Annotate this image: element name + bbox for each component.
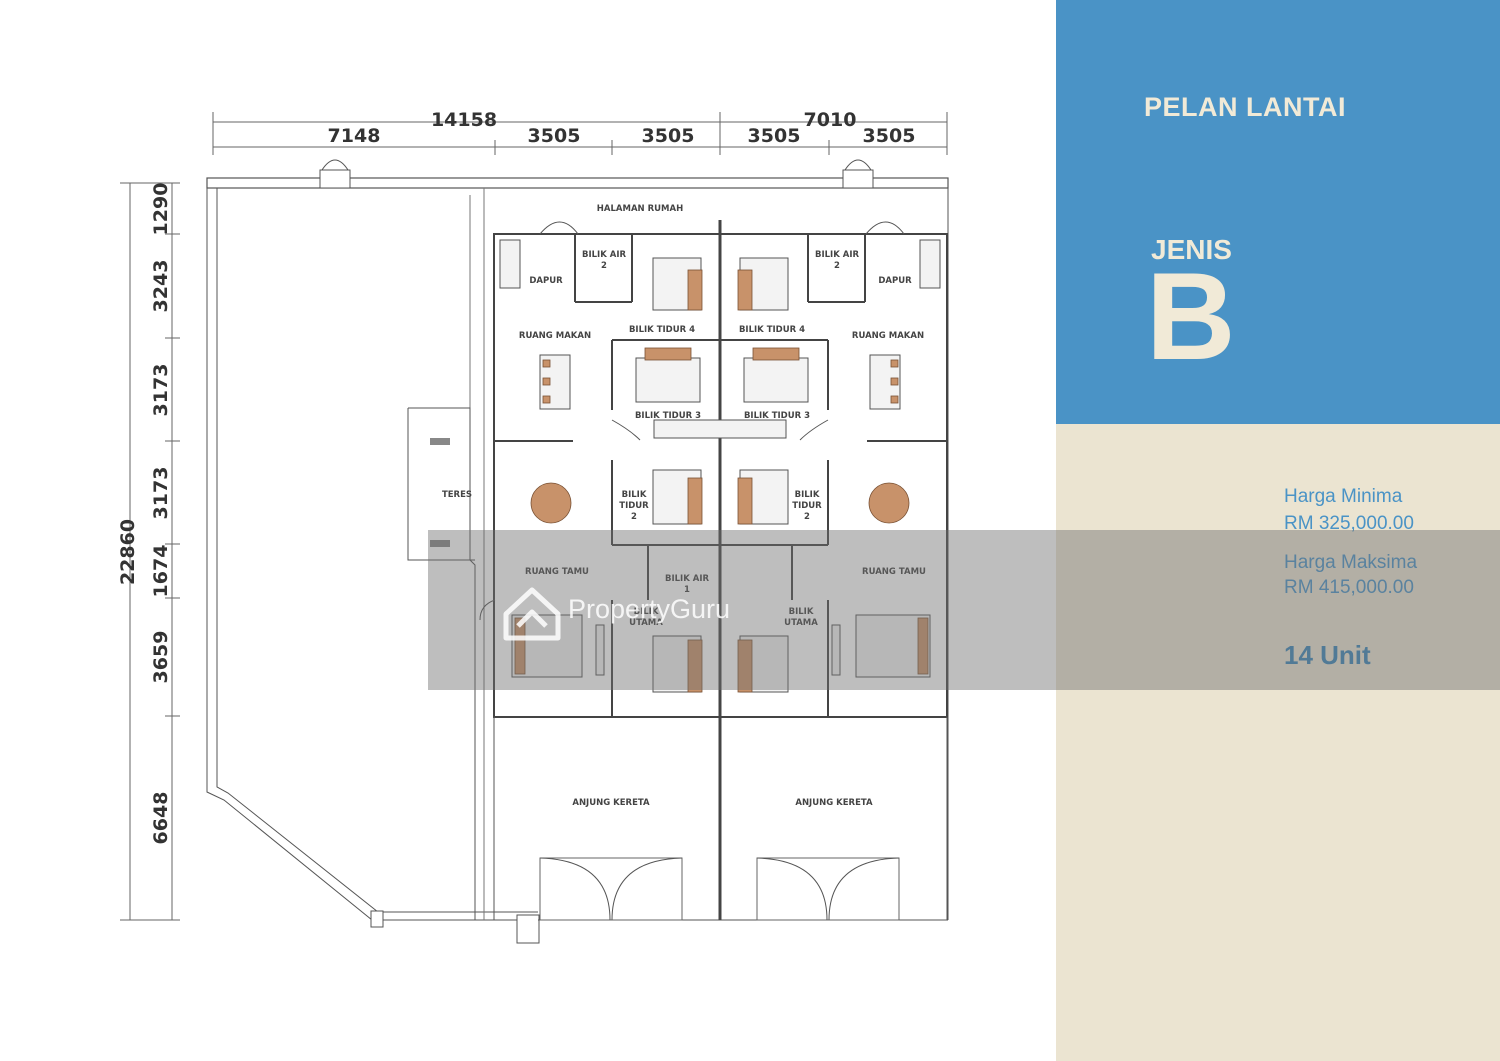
room-label-bilik-tidur-3: BILIK TIDUR 3 xyxy=(635,411,701,421)
room-label-bilik-air: BILIK AIR xyxy=(815,250,860,260)
type-label: JENIS xyxy=(1151,234,1232,265)
room-label-anjung-kereta: ANJUNG KERETA xyxy=(572,798,650,808)
dim-segment: 3505 xyxy=(748,125,801,147)
price-max-value: RM 415,000.00 xyxy=(1284,577,1414,598)
room-label-dapur: DAPUR xyxy=(529,276,563,286)
teres-furniture xyxy=(430,438,450,445)
room-label-teres: TERES xyxy=(442,490,472,500)
price-max-label: Harga Maksima xyxy=(1284,552,1418,573)
room-label-bilik: BILIK xyxy=(795,490,820,500)
room-label-dapur: DAPUR xyxy=(878,276,912,286)
info-panel-body: Harga Minima RM 325,000.00 Harga Maksima… xyxy=(1056,424,1500,1061)
room-label-bilik-air-1-num: 1 xyxy=(684,585,690,595)
room-label-ruang-makan: RUANG MAKAN xyxy=(852,331,924,341)
dim-segment-vertical: 3243 xyxy=(150,260,172,313)
dim-segment-vertical: 3659 xyxy=(150,631,172,684)
room-label-bilik: BILIK xyxy=(622,490,647,500)
room-label-ruang-tamu: RUANG TAMU xyxy=(862,567,926,577)
price-min-value: RM 325,000.00 xyxy=(1284,513,1414,534)
car-porch xyxy=(493,717,948,921)
room-label-ruang-tamu: RUANG TAMU xyxy=(525,567,589,577)
room-label-halaman: HALAMAN RUMAH xyxy=(597,204,683,214)
dim-total-left: 14158 xyxy=(431,109,497,131)
boundary-fence xyxy=(206,159,949,944)
unit-count: 14 Unit xyxy=(1284,640,1371,670)
room-label-bilik-utama: BILIK xyxy=(634,607,659,617)
room-label-bilik-air-num: 2 xyxy=(601,261,607,271)
room-label-tidur-num: 2 xyxy=(804,512,810,522)
dim-segment-vertical: 3173 xyxy=(150,364,172,417)
dim-total-vertical: 22860 xyxy=(117,519,139,585)
room-labels: HALAMAN RUMAH DAPUR DAPUR BILIK AIR 2 BI… xyxy=(519,204,926,808)
left-dimensions: 22860 1290 3243 3173 3173 1674 3659 6648 xyxy=(117,182,180,921)
dim-segment: 3505 xyxy=(528,125,581,147)
room-label-bilik-utama: BILIK xyxy=(789,607,814,617)
room-label-bilik-air-1: BILIK AIR xyxy=(665,574,710,584)
room-label-bilik-tidur-3: BILIK TIDUR 3 xyxy=(744,411,810,421)
price-min-label: Harga Minima xyxy=(1284,486,1403,507)
dim-segment-vertical: 1674 xyxy=(150,545,172,598)
dim-segment-vertical: 6648 xyxy=(150,792,172,845)
room-label-bilik-utama: UTAMA xyxy=(629,618,663,628)
propertyguru-logo-icon xyxy=(503,587,561,641)
room-label-bilik-utama: UTAMA xyxy=(784,618,818,628)
watermark-text: PropertyGuru xyxy=(568,594,731,624)
floor-plan: 14158 7010 7148 3505 3505 3505 3505 2286… xyxy=(117,109,949,944)
panel-title: PELAN LANTAI xyxy=(1144,92,1346,122)
dim-segment-vertical: 1290 xyxy=(150,183,172,236)
dim-segment-vertical: 3173 xyxy=(150,467,172,520)
dim-segment: 7148 xyxy=(328,125,381,147)
dim-segment: 3505 xyxy=(863,125,916,147)
type-letter: B xyxy=(1146,248,1236,386)
room-label-tidur-num: 2 xyxy=(631,512,637,522)
room-label-bilik-tidur-4: BILIK TIDUR 4 xyxy=(629,325,695,335)
teres-furniture xyxy=(430,540,450,547)
house-walls xyxy=(479,220,948,920)
top-dimensions: 14158 7010 7148 3505 3505 3505 3505 xyxy=(212,109,948,155)
info-panel-header: PELAN LANTAI JENIS B xyxy=(1056,0,1500,424)
room-label-tidur: TIDUR xyxy=(619,501,649,511)
watermark-band: PropertyGuru xyxy=(428,530,1500,690)
room-label-tidur: TIDUR xyxy=(792,501,822,511)
room-label-bilik-air: BILIK AIR xyxy=(582,250,627,260)
room-label-anjung-kereta: ANJUNG KERETA xyxy=(795,798,873,808)
teres-area xyxy=(407,407,476,920)
room-label-bilik-air-num: 2 xyxy=(834,261,840,271)
dim-total-right: 7010 xyxy=(804,109,857,131)
dim-segment: 3505 xyxy=(642,125,695,147)
room-label-ruang-makan: RUANG MAKAN xyxy=(519,331,591,341)
room-label-bilik-tidur-4: BILIK TIDUR 4 xyxy=(739,325,805,335)
furniture xyxy=(499,239,941,693)
